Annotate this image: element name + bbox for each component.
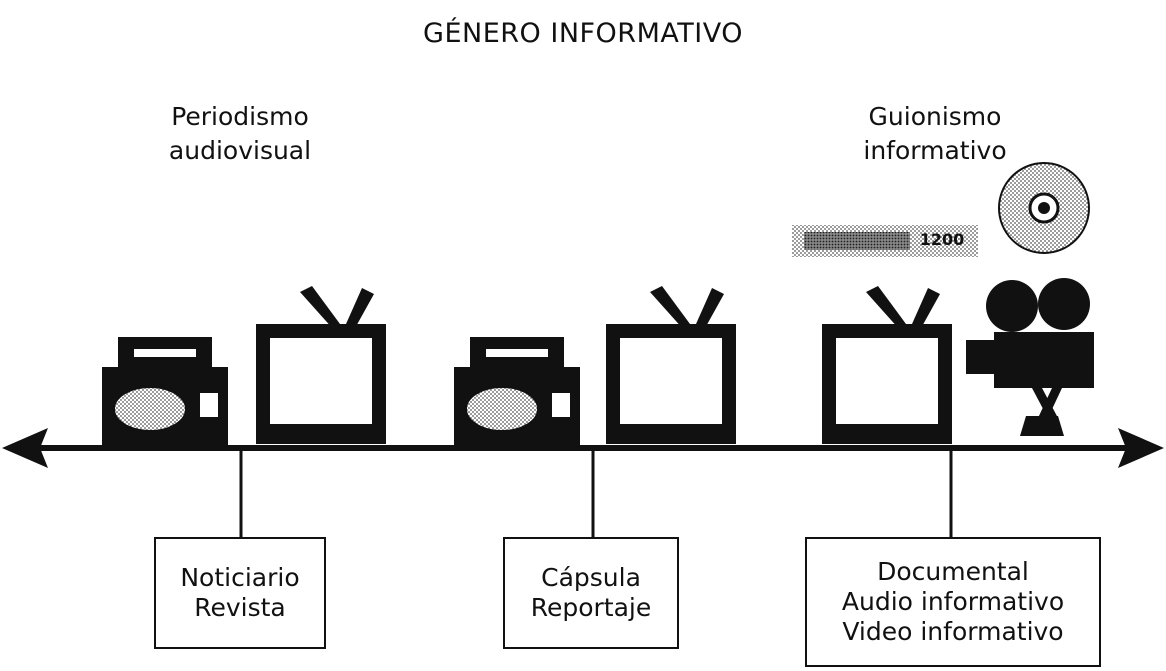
- box3-line2: Audio informativo: [841, 587, 1065, 616]
- box1-line2: Revista: [194, 593, 286, 622]
- right-heading-line1: Guionismo: [868, 102, 1002, 131]
- right-arrowhead: [1118, 428, 1164, 468]
- left-heading-line1: Periodismo: [171, 102, 309, 131]
- television-icon: [256, 286, 386, 444]
- television-icon: [822, 286, 952, 444]
- television-icon: [606, 286, 736, 444]
- left-heading-line2: audiovisual: [168, 136, 312, 165]
- box3-line3: Video informativo: [842, 617, 1064, 646]
- category-box-2: Cápsula Reportaje: [503, 537, 679, 649]
- diagram-title: GÉNERO INFORMATIVO: [423, 18, 743, 49]
- radio-icon: [454, 337, 580, 451]
- right-heading-line2: informativo: [863, 136, 1007, 165]
- box2-line1: Cápsula: [541, 563, 641, 592]
- tape-icon: [792, 225, 978, 257]
- left-heading: Periodismo audiovisual: [120, 100, 360, 168]
- film-camera-icon: [966, 278, 1094, 436]
- box2-line2: Reportaje: [530, 593, 652, 622]
- tape-counter: 1200: [919, 230, 965, 249]
- radio-icon: [102, 337, 228, 451]
- disc-icon: [998, 162, 1090, 254]
- category-box-3: Documental Audio informativo Video infor…: [805, 537, 1101, 667]
- box3-line1: Documental: [877, 557, 1029, 586]
- category-box-1: Noticiario Revista: [154, 537, 326, 649]
- box1-line1: Noticiario: [180, 563, 300, 592]
- right-heading: Guionismo informativo: [815, 100, 1055, 168]
- left-arrowhead: [2, 428, 48, 468]
